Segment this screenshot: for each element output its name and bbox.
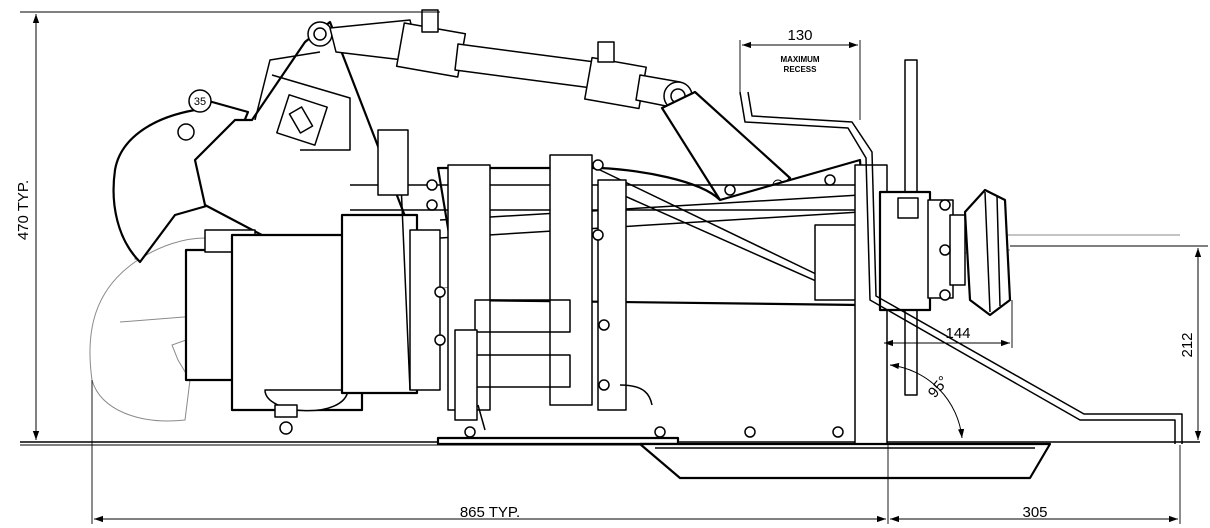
- recess-note-line2: RECESS: [784, 65, 818, 74]
- dimension-recess: 130 MAXIMUM RECESS: [739, 27, 861, 120]
- height-total-label: 470 TYP.: [15, 180, 32, 240]
- item-number-label: 35: [194, 96, 206, 108]
- dimension-rear-length: 305: [890, 445, 1181, 524]
- main-frame: [350, 154, 872, 431]
- pulley-offset-label: 144: [945, 325, 970, 342]
- gearbox-front: [184, 213, 441, 435]
- length-total-label: 865 TYP.: [460, 504, 520, 521]
- dimension-pulley-height: 212: [1010, 245, 1208, 440]
- dimension-pulley-offset: 144: [884, 300, 1013, 348]
- dimension-angle: 95°: [889, 362, 965, 439]
- floor-recess: [739, 91, 1183, 444]
- bolts: [426, 159, 951, 438]
- dimension-length-total: 865 TYP.: [91, 380, 889, 524]
- hydraulic-cylinder: [329, 9, 693, 111]
- rear-length-label: 305: [1022, 504, 1047, 521]
- item-balloon: 35: [188, 89, 212, 113]
- recess-note-line1: MAXIMUM: [780, 55, 819, 64]
- angle-label: 95°: [925, 373, 953, 401]
- rear-gearbox-pulley: [878, 188, 1012, 317]
- recess-width-label: 130: [787, 27, 812, 44]
- dimension-height-total: 470 TYP.: [15, 11, 440, 440]
- pulley-height-label: 212: [1179, 332, 1196, 357]
- skid-plate: [436, 436, 1052, 480]
